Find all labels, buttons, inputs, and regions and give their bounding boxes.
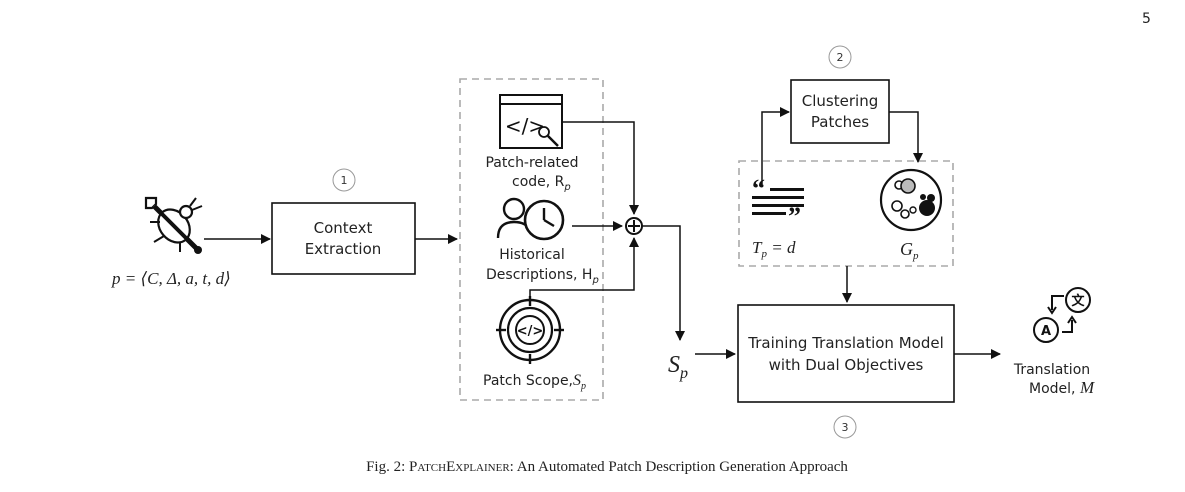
output-label-1: Translation (1013, 362, 1090, 378)
translate-icon: 文 A (1033, 287, 1091, 343)
svg-text:Training Translation Model: Training Translation Model (747, 334, 944, 352)
clustering-patches-box: Clustering Patches (790, 79, 890, 144)
arrow-clustering-to-groups (889, 111, 923, 163)
step-1-badge: 1 (332, 168, 356, 192)
svg-text:Extraction: Extraction (305, 240, 382, 258)
code-window-icon: </> (499, 94, 563, 149)
patch-scope-label: Patch Scope,Sp (483, 372, 586, 392)
patch-related-code-label-1: Patch-related (485, 155, 578, 171)
svg-text:文: 文 (1071, 293, 1085, 309)
bug-wrench-icon (144, 196, 203, 254)
cluster-output-group (738, 160, 954, 267)
svg-text:”: ” (788, 202, 801, 231)
cluster-circles-icon (879, 168, 943, 232)
figure-caption: Fig. 2: PATCHEXPLAINER: An Automated Pat… (366, 459, 848, 475)
arrow-scope-to-combiner (529, 237, 639, 300)
arrow-combiner-to-sp (642, 225, 685, 341)
text-target-label: Tp = d (752, 238, 796, 260)
svg-text:3: 3 (842, 421, 849, 434)
step-3-badge: 3 (833, 415, 857, 439)
input-formula: p = ⟨C, Δ, a, t, d⟩ (111, 269, 231, 288)
output-label-2: Model, M (1029, 378, 1095, 397)
svg-text:Context: Context (314, 219, 373, 237)
history-user-clock-icon (496, 197, 565, 241)
step-2-badge: 2 (828, 45, 852, 69)
target-code-icon: </> (496, 296, 564, 364)
svg-text:A: A (1041, 324, 1051, 339)
svg-text:with Dual Objectives: with Dual Objectives (769, 356, 924, 374)
svg-text:“: “ (752, 174, 765, 203)
context-features-group (459, 78, 604, 401)
combined-sp-symbol: Sp (668, 352, 688, 382)
historical-label-2: Descriptions, Hp (486, 267, 599, 286)
svg-text:</>: </> (505, 114, 545, 138)
training-model-box: Training Translation Model with Dual Obj… (737, 304, 955, 403)
group-label: Gp (900, 239, 919, 262)
quote-text-icon: “ ” (752, 174, 804, 231)
arrow-text-to-clustering (761, 107, 790, 184)
svg-text:Patches: Patches (811, 113, 869, 131)
historical-label-1: Historical (499, 247, 565, 263)
patch-related-code-label-2: code, Rp (512, 174, 571, 193)
svg-text:1: 1 (341, 174, 348, 187)
svg-text:Clustering: Clustering (802, 92, 878, 110)
svg-text:</>: </> (517, 324, 544, 339)
context-extraction-box: Context Extraction (271, 202, 416, 275)
svg-text:2: 2 (837, 51, 844, 64)
arrow-code-to-combiner (562, 121, 639, 215)
page-number: 5 (1142, 11, 1151, 27)
combine-plus-icon (625, 217, 643, 235)
